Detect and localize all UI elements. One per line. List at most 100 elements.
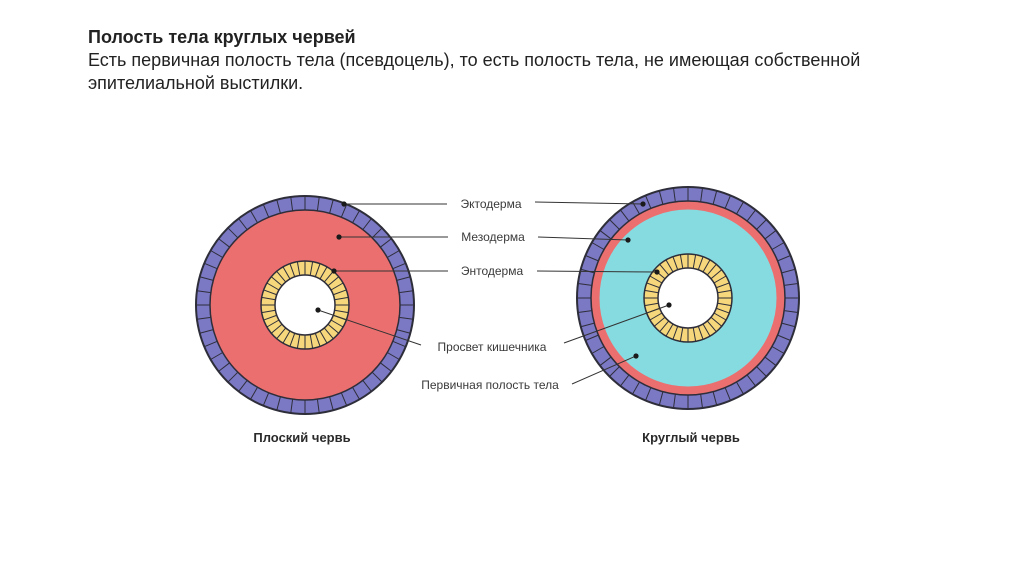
roundworm-gut-lumen	[657, 267, 719, 329]
ectoderm-cell-boundary	[609, 366, 620, 377]
ectoderm-cell-boundary	[262, 392, 270, 406]
ectoderm-cell-boundary	[250, 210, 258, 223]
ectoderm-cell-boundary	[210, 250, 223, 258]
endoderm-cell-boundary	[672, 256, 679, 270]
caption-roundworm: Круглый червь	[642, 430, 740, 445]
endoderm-cell-boundary	[296, 334, 301, 349]
endoderm-cell-boundary	[314, 263, 321, 277]
ectoderm-cell-boundary	[577, 310, 592, 313]
ectoderm-cell-boundary	[238, 218, 248, 230]
endoderm-cell-boundary	[330, 319, 344, 328]
endoderm-cell-boundary	[716, 282, 730, 289]
endoderm-cell-boundary	[706, 263, 717, 276]
ectoderm-cell-boundary	[700, 394, 703, 409]
flatworm-gut-lumen	[274, 274, 336, 336]
endoderm-cell-boundary	[646, 282, 660, 289]
flatworm-ectoderm-cells	[196, 196, 414, 414]
endoderm-cell-boundary	[665, 259, 674, 273]
ectoderm-cell-boundary	[329, 199, 334, 214]
ectoderm-cell-boundary	[746, 209, 756, 222]
ectoderm-cell-boundary	[746, 374, 756, 387]
ectoderm-cell-boundary	[392, 262, 406, 270]
endoderm-cell-boundary	[334, 296, 349, 301]
label-mesoderm: Мезодерма	[461, 230, 525, 244]
ectoderm-cell-boundary	[362, 218, 372, 230]
ectoderm-cell-boundary	[218, 362, 230, 372]
leader-endoderm	[331, 268, 660, 275]
roundworm-ectoderm-cells	[577, 187, 799, 409]
ectoderm-cell-boundary	[620, 209, 630, 222]
endoderm-cell-boundary	[263, 314, 277, 321]
ectoderm-cell-boundary	[371, 227, 383, 239]
endoderm-cell-boundary	[282, 330, 291, 344]
ectoderm-cell-boundary	[316, 196, 320, 211]
ectoderm-cell-boundary	[591, 346, 605, 354]
ectoderm-cell-boundary	[756, 366, 767, 377]
ectoderm-cell-boundary	[276, 396, 281, 411]
ectoderm-cell-boundary	[777, 334, 791, 341]
endoderm-cell-boundary	[327, 276, 340, 287]
leader-mesoderm	[336, 234, 631, 243]
ectoderm-cell-boundary	[238, 380, 248, 392]
ectoderm-cell-boundary	[777, 255, 791, 262]
ectoderm-cell-boundary	[380, 362, 392, 372]
endoderm-cell-boundary	[659, 263, 670, 276]
endoderm-cell-boundary	[289, 333, 296, 347]
ectoderm-cell-boundary	[210, 352, 223, 360]
endoderm-cell-boundary	[672, 326, 679, 340]
endoderm-cell-boundary	[319, 266, 328, 280]
endoderm-cell-boundary	[644, 302, 659, 307]
endoderm-cell-boundary	[665, 323, 674, 337]
ectoderm-cell-boundary	[392, 340, 406, 348]
label-endoderm: Энтодерма	[461, 264, 524, 278]
endoderm-cell-boundary	[323, 327, 334, 340]
endoderm-cell-boundary	[713, 312, 727, 321]
label-ectoderm: Эктодерма	[460, 197, 521, 211]
ectoderm-cell-boundary	[580, 322, 595, 328]
ectoderm-cell-boundary	[218, 238, 230, 248]
ectoderm-cell-boundary	[585, 255, 599, 262]
ectoderm-cell-boundary	[764, 230, 777, 240]
endoderm-cell-boundary	[309, 334, 314, 349]
endoderm-cell-boundary	[330, 282, 344, 291]
ectoderm-cell-boundary	[227, 371, 239, 383]
ectoderm-cell-boundary	[396, 276, 411, 281]
endoderm-cell-boundary	[659, 320, 670, 333]
flatworm-endoderm-cells	[261, 261, 349, 349]
ectoderm-cell-boundary	[585, 334, 599, 341]
ectoderm-cell-boundary	[736, 201, 744, 215]
endoderm-cell-boundary	[679, 254, 684, 269]
endoderm-cell-boundary	[282, 266, 291, 280]
endoderm-cell-boundary	[334, 309, 349, 314]
ectoderm-cell-boundary	[599, 356, 612, 366]
ectoderm-cell-boundary	[399, 316, 414, 320]
ectoderm-cell-boundary	[276, 199, 281, 214]
ectoderm-cell-boundary	[262, 204, 270, 218]
ectoderm-cell-boundary	[645, 195, 652, 209]
endoderm-cell-boundary	[717, 302, 732, 307]
ectoderm-cell-boundary	[577, 283, 592, 286]
ectoderm-cell-boundary	[632, 381, 640, 395]
ectoderm-cell-boundary	[712, 391, 718, 406]
ectoderm-cell-boundary	[781, 268, 796, 274]
label-primary-cavity: Первичная полость тела	[421, 378, 559, 392]
endoderm-cell-boundary	[266, 282, 280, 291]
ectoderm-cell-boundary	[591, 242, 605, 250]
ectoderm-cell-boundary	[196, 316, 211, 320]
leader-ectoderm	[341, 201, 646, 207]
leader-primary-cavity	[571, 353, 639, 385]
ectoderm-cell-boundary	[658, 190, 664, 205]
endoderm-cell-boundary	[314, 333, 321, 347]
endoderm-cell-boundary	[323, 270, 334, 283]
ectoderm-cell-boundary	[396, 329, 411, 334]
ectoderm-cell-boundary	[700, 187, 703, 202]
ectoderm-cell-boundary	[609, 219, 620, 230]
endoderm-cell-boundary	[649, 275, 663, 284]
ectoderm-cell-boundary	[387, 352, 400, 360]
ectoderm-cell-boundary	[712, 190, 718, 205]
leader-gut-lumen	[315, 302, 672, 346]
ectoderm-cell-boundary	[599, 230, 612, 240]
ectoderm-cell-boundary	[620, 374, 630, 387]
endoderm-cell-boundary	[270, 323, 283, 334]
